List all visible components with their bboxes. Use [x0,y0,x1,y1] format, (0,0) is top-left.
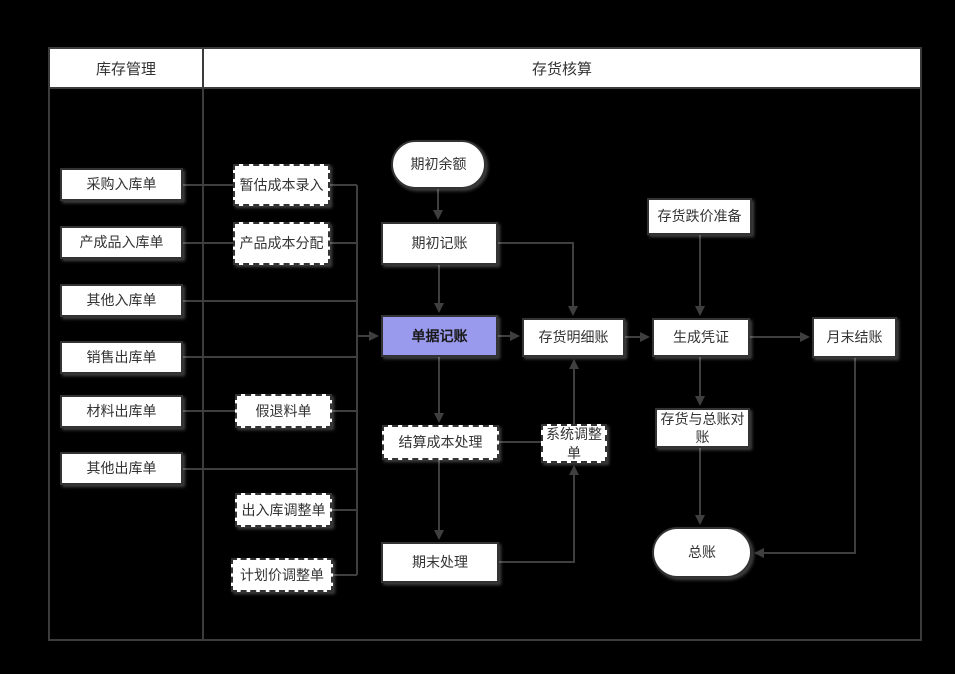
edge-periodend-to-sysadjust [499,465,579,563]
lane-title: 库存管理 [95,60,156,78]
lane-header-row: 库存管理 存货核算 [50,49,920,89]
edge-openentry-to-detailledger [498,242,578,316]
lane-divider [202,89,204,639]
edge-monthclose-to-gl [754,358,856,558]
lane-header-inventory-management: 库存管理 [50,49,204,87]
lane-title: 存货核算 [531,60,592,78]
lane-header-inventory-accounting: 存货核算 [204,49,920,87]
swimlane-frame: 库存管理 存货核算 [48,47,922,641]
